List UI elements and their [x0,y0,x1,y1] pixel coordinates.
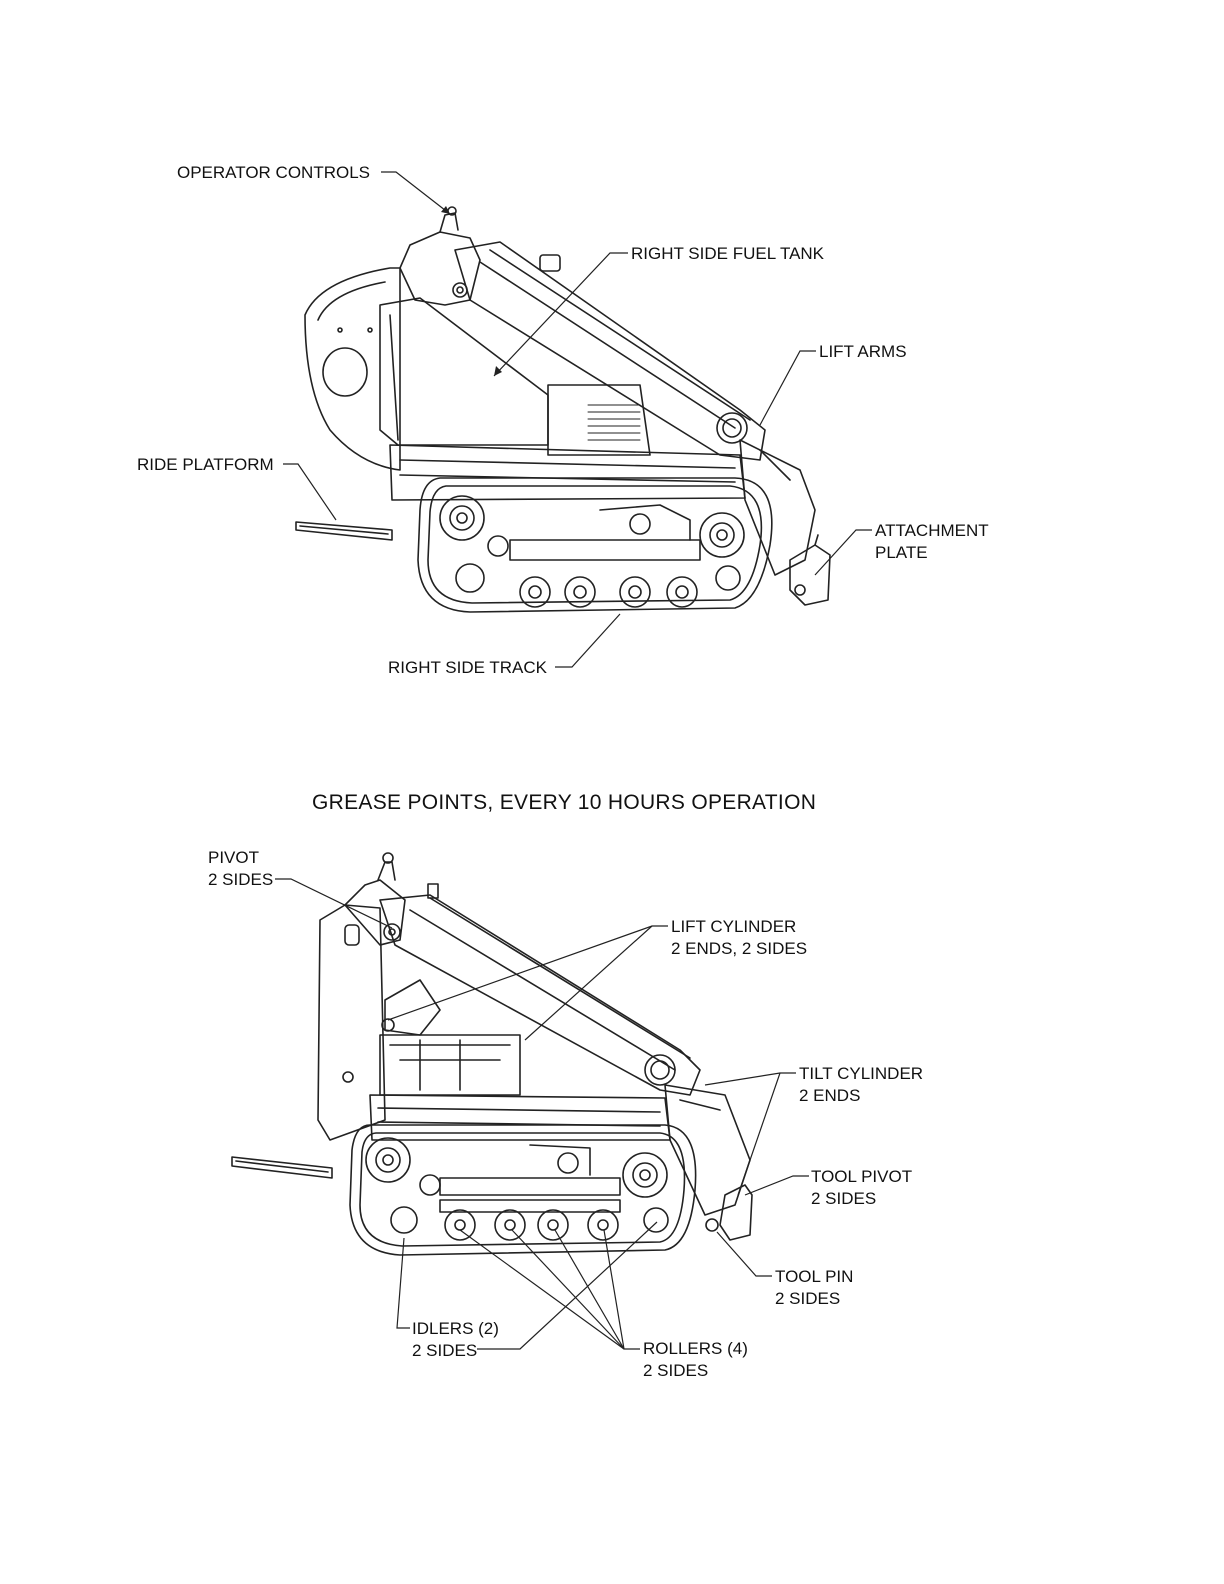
label-pivot-line2: 2 SIDES [208,869,273,890]
label-operator-controls: OPERATOR CONTROLS [177,162,370,183]
leader-operator-controls [381,172,450,214]
label-rollers-line2: 2 SIDES [643,1360,708,1381]
ride-platform-shape [296,522,392,540]
leader-attachment-plate [815,530,872,575]
grease-points-title: GREASE POINTS, EVERY 10 HOURS OPERATION [312,791,816,815]
leader-tilt-cylinder-a [705,1073,796,1085]
bottom-front-tower-shape [665,1085,750,1215]
leader-lift-arms [760,351,816,425]
label-tool-pin-line1: TOOL PIN [775,1266,853,1287]
label-lift-arms: LIFT ARMS [819,341,907,362]
label-ride-platform: RIDE PLATFORM [137,454,274,475]
label-tool-pin-line2: 2 SIDES [775,1288,840,1309]
frame-shape [390,445,745,500]
label-lift-cylinder-line2: 2 ENDS, 2 SIDES [671,938,807,959]
bottom-lift-arms-shape [380,884,700,1095]
bottom-track-shape [350,1125,696,1255]
label-attachment-plate-line1: ATTACHMENT [875,520,989,541]
leader-lift-cylinder-a [388,926,668,1020]
label-pivot-line1: PIVOT [208,847,259,868]
bottom-ride-platform-shape [232,1157,332,1178]
leader-pivot [275,879,392,928]
engine-grille-shape [548,385,650,455]
label-right-side-fuel-tank: RIGHT SIDE FUEL TANK [631,243,824,264]
leader-tilt-cylinder-b [738,1073,780,1195]
lift-arms-shape [455,242,765,460]
label-lift-cylinder-line1: LIFT CYLINDER [671,916,796,937]
leader-right-side-track [555,614,620,667]
label-tilt-cylinder-line2: 2 ENDS [799,1085,860,1106]
label-right-side-track: RIGHT SIDE TRACK [388,657,547,678]
operator-controls-tower [400,207,480,305]
leader-idlers-a [477,1222,657,1349]
label-idlers-line1: IDLERS (2) [412,1318,499,1339]
label-tool-pivot-line1: TOOL PIVOT [811,1166,912,1187]
fuel-tank-shape [380,298,548,445]
leader-idlers-b [397,1238,410,1328]
label-idlers-line2: 2 SIDES [412,1340,477,1361]
label-tool-pivot-line2: 2 SIDES [811,1188,876,1209]
leader-tool-pin [717,1232,772,1276]
attachment-plate-shape [790,535,830,605]
leader-ride-platform [283,464,336,520]
rear-body-panel [305,268,400,470]
front-tower-shape [740,440,815,575]
bottom-engine-shape [380,980,520,1095]
label-attachment-plate-line2: PLATE [875,542,928,563]
label-rollers-line1: ROLLERS (4) [643,1338,748,1359]
leader-tool-pivot [745,1176,809,1195]
label-tilt-cylinder-line1: TILT CYLINDER [799,1063,923,1084]
